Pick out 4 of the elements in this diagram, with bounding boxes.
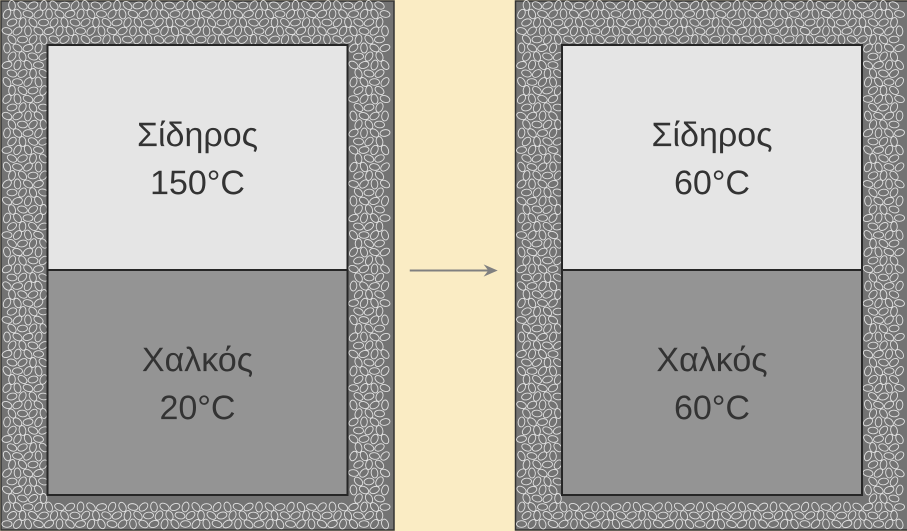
metal-block: Σίδηρος 60°C [561,44,863,271]
metal-block: Σίδηρος 150°C [46,44,348,271]
metal-block: Χαλκός 60°C [561,269,863,496]
metal-block: Χαλκός 20°C [46,269,348,496]
